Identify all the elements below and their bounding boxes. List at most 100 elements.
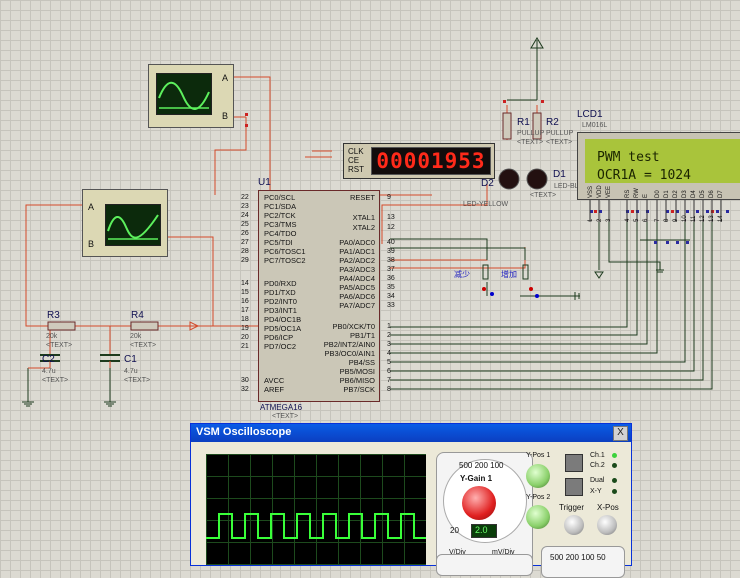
- mcu-pin-label: PC4/TDO: [264, 229, 297, 238]
- virtual-scope-top[interactable]: A B: [148, 64, 234, 128]
- mcu-pin-number: 3: [387, 341, 391, 348]
- mcu-pin-label: PC1/SDA: [264, 202, 297, 211]
- mcu-pin-number: 35: [387, 284, 395, 291]
- lcd-pin-number: 6: [643, 218, 649, 222]
- mcu-pin-number: 22: [241, 194, 249, 201]
- r3-value: 20k: [46, 333, 58, 340]
- mcu-pin-number: 8: [387, 386, 391, 393]
- r4-text: <TEXT>: [130, 342, 157, 349]
- mcu-pin-label: PC7/TOSC2: [264, 256, 306, 265]
- lcd-pin-label: D5: [700, 190, 706, 198]
- mcu-pin-number: 39: [387, 248, 395, 255]
- mcu-pin-label: PD2/INT0: [264, 297, 297, 306]
- ch-select-button[interactable]: [565, 454, 583, 472]
- r3-text: <TEXT>: [46, 342, 73, 349]
- c2-value: 4.7u: [42, 368, 56, 375]
- mcu-pin-number: 1: [387, 323, 391, 330]
- mcu-pin-number: 30: [241, 377, 249, 384]
- mcu-pin-number: 33: [387, 302, 395, 309]
- mcu-pin-label: PA1/ADC1: [339, 247, 375, 256]
- mode-select-button[interactable]: [565, 478, 583, 496]
- counter-pin-ce: CE: [348, 156, 360, 165]
- trigger-knob[interactable]: [564, 515, 584, 535]
- scope-channel-a: A: [222, 73, 229, 83]
- switch-increase-label[interactable]: 增加: [501, 270, 517, 279]
- switch-decrease-label[interactable]: 减少: [454, 270, 470, 279]
- v-div-label: V/Div: [449, 549, 466, 556]
- mcu-pin-label: PC5/TDI: [264, 238, 293, 247]
- lcd-pin-label: VEE: [606, 185, 612, 198]
- lcd-pin-label: RW: [634, 188, 640, 198]
- oscilloscope-title-bar[interactable]: VSM Oscilloscope X: [191, 424, 631, 442]
- mcu-pin-number: 13: [387, 214, 395, 221]
- lcd-pin-label: D1: [664, 190, 670, 198]
- lcd-line-1: PWM test: [597, 150, 660, 165]
- lcd-module[interactable]: PWM test OCR1A = 1024: [577, 132, 740, 200]
- mcu-pin-label: RESET: [349, 193, 375, 202]
- mcu-text: <TEXT>: [272, 413, 299, 420]
- oscilloscope-title: VSM Oscilloscope: [196, 426, 292, 438]
- mcu-pin-label: XTAL2: [352, 223, 375, 232]
- dual-led: [612, 478, 617, 483]
- y-gain-knob[interactable]: [462, 486, 496, 520]
- mcu-pin-label: PA4/ADC4: [339, 274, 375, 283]
- virtual-scope-left[interactable]: A B: [82, 189, 168, 257]
- lcd-pin-number: 11: [691, 215, 697, 222]
- mcu-pin-label: PB2/INT2/AIN0: [323, 340, 375, 349]
- lcd-pin-label: D6: [709, 190, 715, 198]
- lcd-pin-number: 1: [588, 218, 594, 222]
- mcu-pin-number: 15: [241, 289, 249, 296]
- close-button[interactable]: X: [613, 426, 628, 441]
- scale-20-label: 20: [450, 526, 459, 535]
- mcu-pin-label: PC3/TMS: [264, 220, 297, 229]
- mcu-atmega16[interactable]: [258, 190, 380, 402]
- lcd-pin-label: D0: [655, 190, 661, 198]
- mcu-pin-number: 6: [387, 368, 391, 375]
- counter-timer[interactable]: CLK CE RST 00001953: [343, 143, 495, 179]
- mcu-pin-number: 38: [387, 257, 395, 264]
- mcu-pin-label: PD4/OC1B: [264, 315, 302, 324]
- mcu-pin-label: PD7/OC2: [264, 342, 297, 351]
- lcd-pin-number: 2: [597, 218, 603, 222]
- d1-text: <TEXT>: [530, 192, 557, 199]
- lcd-pin-number: 9: [673, 218, 679, 222]
- timebase-scale: 500 200 100 50: [550, 553, 606, 562]
- mcu-pin-label: PB7/SCK: [343, 385, 375, 394]
- lcd-ref: LCD1: [577, 109, 603, 120]
- y-pos-2-label: Y-Pos 2: [526, 494, 551, 501]
- c2-text: <TEXT>: [42, 377, 69, 384]
- lcd-pin-label: D7: [718, 190, 724, 198]
- y-pos-1-label: Y-Pos 1: [526, 452, 551, 459]
- mcu-pin-label: PB1/T1: [349, 331, 375, 340]
- lcd-pin-number: 4: [625, 218, 631, 222]
- dual-label: Dual: [590, 477, 605, 484]
- lcd-pin-number: 8: [664, 218, 670, 222]
- mcu-pin-label: PD6/ICP: [264, 333, 294, 342]
- y-gain-panel: 500 200 100 Y-Gain 1 20 2.0 V/Div mV/Div: [436, 452, 533, 567]
- c1-text: <TEXT>: [124, 377, 151, 384]
- mcu-pin-label: XTAL1: [352, 213, 375, 222]
- ch1-led: [612, 453, 617, 458]
- mcu-pin-number: 29: [241, 257, 249, 264]
- y-pos-2-knob[interactable]: [526, 505, 550, 529]
- y-gain-scale: 500 200 100: [459, 461, 504, 470]
- mcu-pin-number: 4: [387, 350, 391, 357]
- xy-led: [612, 489, 617, 494]
- mcu-part: ATMEGA16: [260, 403, 303, 412]
- mcu-pin-label: PB0/XCK/T0: [332, 322, 375, 331]
- counter-pin-rst: RST: [348, 165, 364, 174]
- mcu-pin-label: PC2/TCK: [264, 211, 296, 220]
- mcu-pin-label: PC0/SCL: [264, 193, 296, 202]
- ch2-label: Ch.2: [590, 462, 605, 469]
- mcu-pin-label: PD3/INT1: [264, 306, 297, 315]
- mcu-pin-label: PB6/MISO: [339, 376, 375, 385]
- c1-value: 4.7u: [124, 368, 138, 375]
- mcu-pin-number: 12: [387, 224, 395, 231]
- mcu-pin-number: 36: [387, 275, 395, 282]
- x-pos-knob[interactable]: [597, 515, 617, 535]
- mcu-pin-number: 2: [387, 332, 391, 339]
- d1-value: LED-BLUE: [554, 183, 589, 190]
- oscilloscope-window[interactable]: VSM Oscilloscope X 500 200 100 Y-Gain 1 …: [190, 423, 632, 578]
- timebase-panel: 500 200 100 50: [541, 546, 625, 578]
- y-pos-1-knob[interactable]: [526, 464, 550, 488]
